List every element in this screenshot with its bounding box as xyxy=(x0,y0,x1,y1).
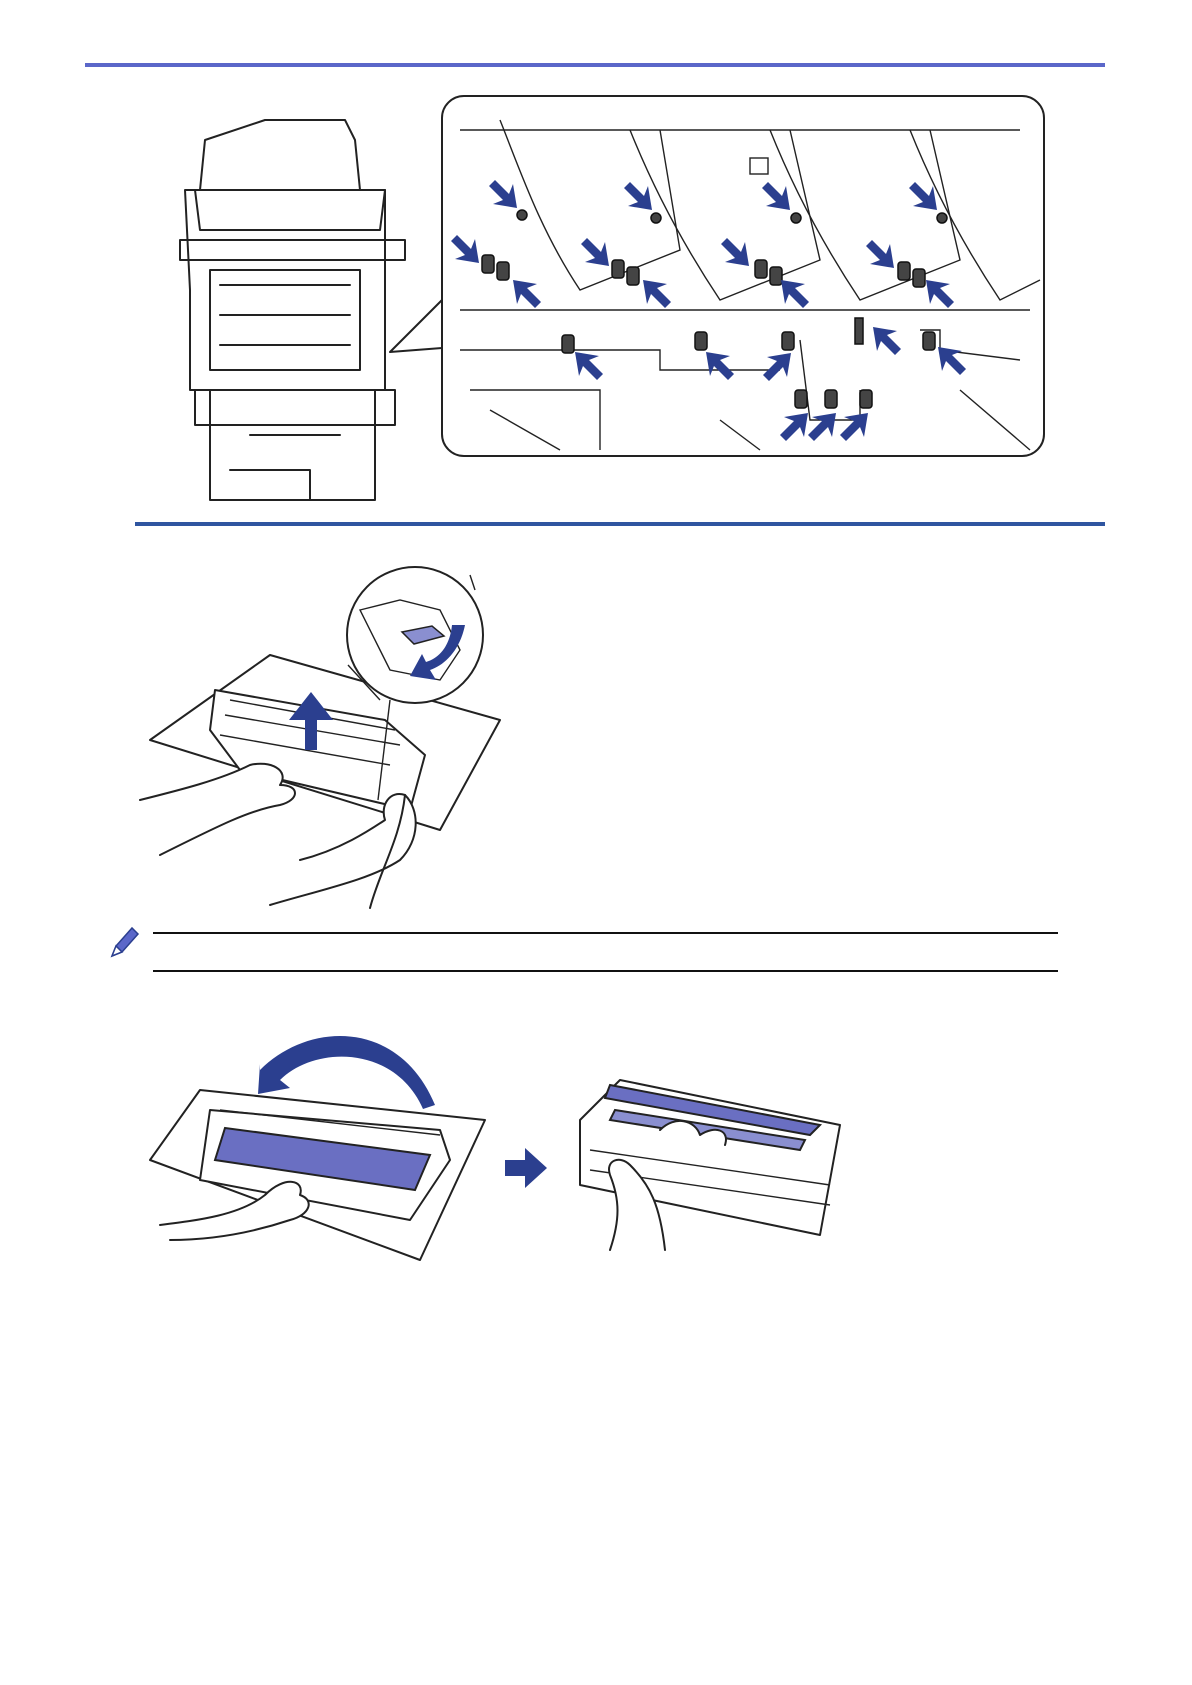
section-rule xyxy=(135,522,1105,526)
callout-frame xyxy=(442,96,1044,456)
drum-unit-lock-figure xyxy=(140,570,520,910)
drum-rotate-figure xyxy=(140,1010,860,1260)
header-rule xyxy=(85,63,1105,67)
printer-illustration xyxy=(180,120,405,500)
pencil-icon xyxy=(108,924,142,960)
note-rule-top xyxy=(153,932,1058,934)
printer-overview-figure xyxy=(160,90,1060,510)
note-text xyxy=(160,940,1040,964)
note-rule-bottom xyxy=(153,970,1058,972)
